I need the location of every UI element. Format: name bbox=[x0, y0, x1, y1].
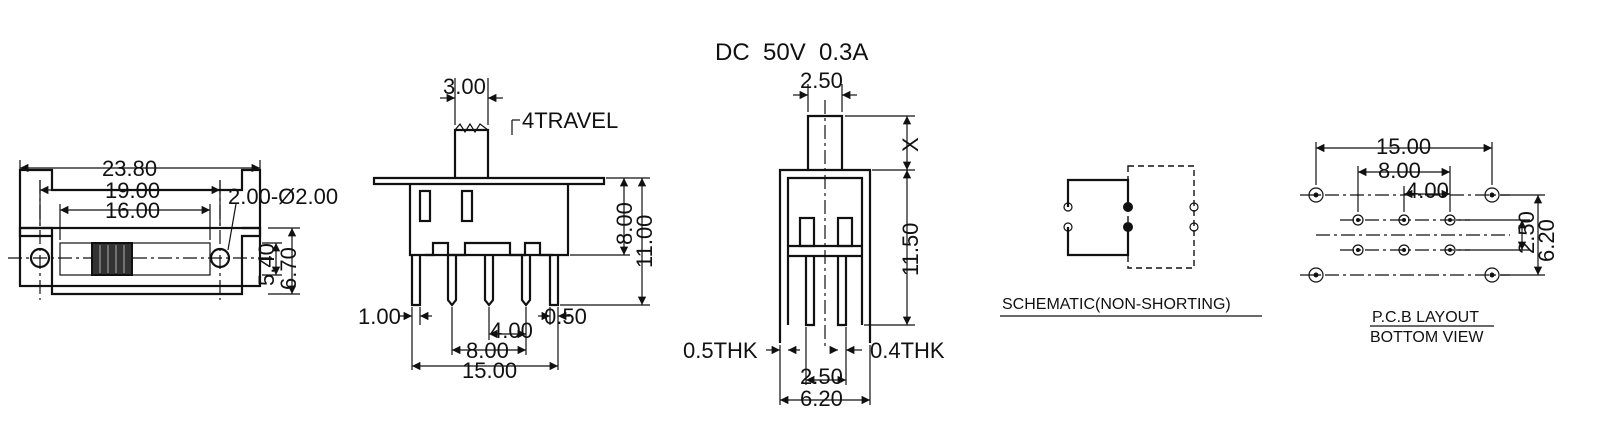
end-actuator-height-var: X bbox=[898, 137, 923, 152]
front-overall-length: 23.80 bbox=[102, 156, 157, 181]
side-travel: 4TRAVEL bbox=[522, 108, 618, 133]
pcb-outer-row-pitch: 6.20 bbox=[1534, 219, 1559, 262]
pcb-caption-2: BOTTOM VIEW bbox=[1370, 329, 1484, 346]
end-height: 11.50 bbox=[898, 223, 923, 276]
end-thk-left: 0.5THK bbox=[683, 338, 758, 363]
rating-label: DC 50V 0.3A bbox=[715, 39, 868, 66]
pcb-pitch-small: 4.00 bbox=[1406, 178, 1449, 203]
front-mount-pitch: 19.00 bbox=[105, 178, 160, 203]
schematic-caption: SCHEMATIC(NON-SHORTING) bbox=[1002, 296, 1231, 313]
side-pin-span: 15.00 bbox=[462, 358, 517, 383]
side-pin-width-inner: 0.50 bbox=[544, 304, 587, 329]
side-pin-pitch-mid: 8.00 bbox=[466, 338, 509, 363]
front-view: 23.80 19.00 16.00 2.00-Ø2.00 5.40 6.70 bbox=[8, 156, 338, 300]
front-hole-dim: 2.00-Ø2.00 bbox=[228, 184, 338, 209]
end-view: 2.50 X 11.50 0.5THK 0.4THK 2.50 6.20 bbox=[683, 68, 945, 411]
pcb-pin-pads bbox=[1352, 214, 1456, 256]
front-slot-length: 16.00 bbox=[105, 198, 160, 223]
side-actuator-width: 3.00 bbox=[443, 74, 486, 99]
pcb-row-pitch: 2.50 bbox=[1514, 211, 1539, 254]
end-actuator-width: 2.50 bbox=[800, 68, 843, 93]
front-flange-height: 6.70 bbox=[276, 247, 301, 290]
schematic: SCHEMATIC(NON-SHORTING) bbox=[1000, 165, 1262, 317]
side-pin-width-outer: 1.00 bbox=[358, 304, 401, 329]
pcb-span: 15.00 bbox=[1376, 134, 1431, 159]
side-pin-pitch-small: 4.00 bbox=[490, 318, 533, 343]
end-thk-right: 0.4THK bbox=[870, 338, 945, 363]
pcb-pitch-mid: 8.00 bbox=[1378, 158, 1421, 183]
side-height-total: 11.00 bbox=[632, 215, 657, 268]
pcb-layout: 15.00 8.00 4.00 2.50 6.20 P.C.B LAYOUT B… bbox=[1300, 134, 1559, 346]
pcb-mount-holes bbox=[1308, 187, 1500, 283]
side-height-body: 8.00 bbox=[612, 202, 637, 245]
pcb-caption-1: P.C.B LAYOUT bbox=[1372, 309, 1479, 326]
front-body-height: 5.40 bbox=[254, 243, 279, 286]
end-pin-pitch: 2.50 bbox=[800, 364, 843, 389]
side-view: 3.00 4TRAVEL 8.00 11.00 1.00 0.50 4.00 8… bbox=[358, 74, 657, 383]
end-body-width: 6.20 bbox=[800, 386, 843, 411]
